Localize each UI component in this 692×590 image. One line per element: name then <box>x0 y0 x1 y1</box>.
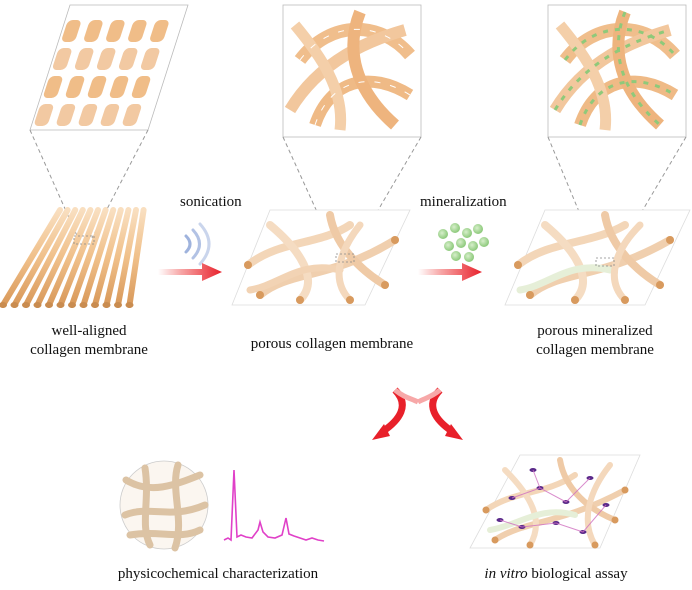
mineral-particles-icon <box>438 223 489 262</box>
aligned-rod-end <box>68 302 76 308</box>
collagen-fibril <box>62 20 81 42</box>
collagen-fibril <box>150 20 169 42</box>
collagen-fibril <box>96 48 116 70</box>
aligned-rod <box>69 207 109 308</box>
aligned-rod-end <box>91 302 99 308</box>
aligned-rod-end <box>0 302 7 308</box>
porous-membrane <box>231 209 411 306</box>
aligned-membrane-label-line2: collagen membrane <box>30 342 148 358</box>
mineralization-arrow <box>418 263 482 281</box>
zoom-mineralized-fibrils <box>547 4 687 138</box>
aligned-rod-end <box>56 302 65 308</box>
collagen-fibril <box>56 104 76 126</box>
aligned-rod <box>46 207 94 308</box>
characterization-label: physicochemical characterization <box>117 566 319 582</box>
aligned-rod <box>0 207 63 308</box>
aligned-rod <box>103 207 132 308</box>
mineralization-label: mineralization <box>420 194 507 210</box>
collagen-fibril <box>84 20 103 42</box>
mineralized-membrane <box>504 209 691 306</box>
aligned-rod <box>92 207 124 308</box>
spectrum-plot <box>223 469 325 542</box>
collagen-fibril <box>100 104 120 126</box>
assay-label-italic: in vitro <box>484 566 528 582</box>
zoom-porous-fibrils <box>282 4 422 138</box>
collagen-fibril <box>140 48 160 70</box>
aligned-rod <box>115 207 139 308</box>
assay-label: in vitro biological assay <box>462 565 650 584</box>
aligned-rod <box>11 207 71 308</box>
aligned-membrane-label: well-aligned collagen membrane <box>0 322 178 360</box>
collagen-fibril <box>118 48 138 70</box>
aligned-rod-end <box>45 302 53 308</box>
aligned-rod <box>23 207 79 308</box>
collagen-fibril <box>122 104 142 126</box>
collagen-fibril <box>78 104 98 126</box>
collagen-fibril <box>87 76 107 98</box>
collagen-fibril <box>43 76 63 98</box>
aligned-rod <box>57 207 101 308</box>
collagen-fibril <box>131 76 151 98</box>
mineralized-membrane-label: porous mineralized collagen membrane <box>500 322 690 360</box>
aligned-membrane-label-line1: well-aligned <box>51 323 127 339</box>
aligned-rod-end <box>22 302 30 308</box>
collagen-fibril <box>34 104 54 126</box>
aligned-rod <box>34 207 86 308</box>
assay-label-rest: biological assay <box>527 566 628 582</box>
porous-membrane-label: porous collagen membrane <box>250 336 414 352</box>
sem-image-circle <box>119 460 209 552</box>
aligned-rod-end <box>79 302 88 308</box>
mineralized-membrane-label-line2: collagen membrane <box>536 342 654 358</box>
aligned-rod-end <box>33 302 42 308</box>
aligned-rod-end <box>102 302 111 308</box>
cell-assay-membrane <box>469 454 641 549</box>
collagen-fibril <box>65 76 85 98</box>
collagen-fibril <box>74 48 94 70</box>
aligned-rod-end <box>114 302 122 308</box>
sonication-arrow <box>158 263 222 281</box>
zoom-aligned-fibrils <box>29 4 189 131</box>
aligned-rod-end <box>125 302 134 308</box>
cell-markers <box>496 468 610 534</box>
collagen-fibril <box>128 20 147 42</box>
sonication-wave-icon <box>184 222 211 266</box>
collagen-fibril <box>109 76 129 98</box>
aligned-membrane <box>0 207 147 308</box>
aligned-rod-end <box>10 302 19 308</box>
collagen-fibril <box>52 48 72 70</box>
collagen-fibril <box>106 20 125 42</box>
mineralized-membrane-label-line1: porous mineralized <box>537 323 653 339</box>
sonication-label: sonication <box>180 194 242 210</box>
aligned-rod <box>126 207 147 308</box>
aligned-rod <box>80 207 117 308</box>
split-arrows <box>372 387 463 440</box>
